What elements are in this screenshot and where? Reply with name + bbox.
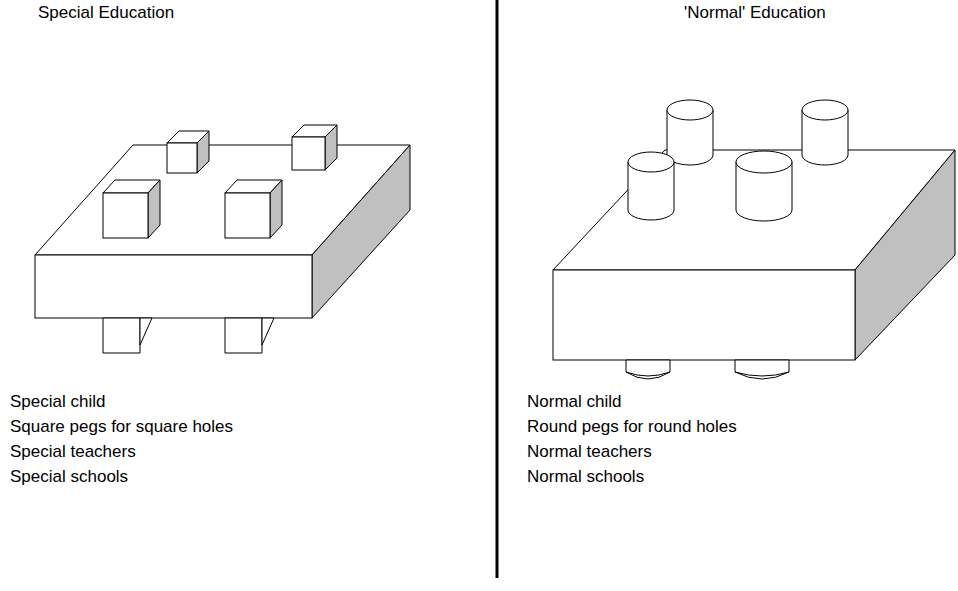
board-front — [35, 255, 312, 318]
cylinder-top — [802, 100, 848, 120]
list-item: Special schools — [10, 467, 128, 487]
cube-side — [197, 131, 209, 173]
cube-front — [167, 143, 197, 173]
cube-side — [325, 125, 337, 170]
list-item: Square pegs for square holes — [10, 417, 233, 437]
square-peg — [225, 318, 262, 353]
round-peg-board — [553, 100, 955, 379]
board-front — [553, 270, 855, 360]
square-peg-side — [140, 318, 152, 345]
column-heading: 'Normal' Education — [684, 3, 826, 23]
cube-side — [270, 180, 282, 238]
list-item: Special teachers — [10, 442, 136, 462]
list-item: Round pegs for round holes — [527, 417, 737, 437]
cube-front — [225, 193, 270, 238]
list-item: Normal teachers — [527, 442, 652, 462]
cylinder-top — [628, 152, 674, 172]
square-peg-board — [35, 125, 410, 353]
cylinder-top — [736, 151, 792, 173]
board-side — [312, 145, 410, 318]
divider-line — [496, 0, 499, 578]
list-item: Normal child — [527, 392, 621, 412]
board-side — [855, 150, 955, 360]
square-peg — [103, 318, 140, 353]
round-peg — [735, 360, 789, 379]
cube-side — [148, 180, 160, 238]
square-peg-side — [262, 318, 274, 345]
cube-front — [103, 193, 148, 238]
cylinder-top — [667, 100, 713, 120]
list-item: Special child — [10, 392, 105, 412]
cube-front — [292, 137, 325, 170]
round-peg — [626, 360, 670, 379]
round-peg-edge — [626, 372, 670, 376]
column-heading: Special Education — [38, 3, 174, 23]
list-item: Normal schools — [527, 467, 644, 487]
round-peg-edge — [735, 372, 789, 376]
